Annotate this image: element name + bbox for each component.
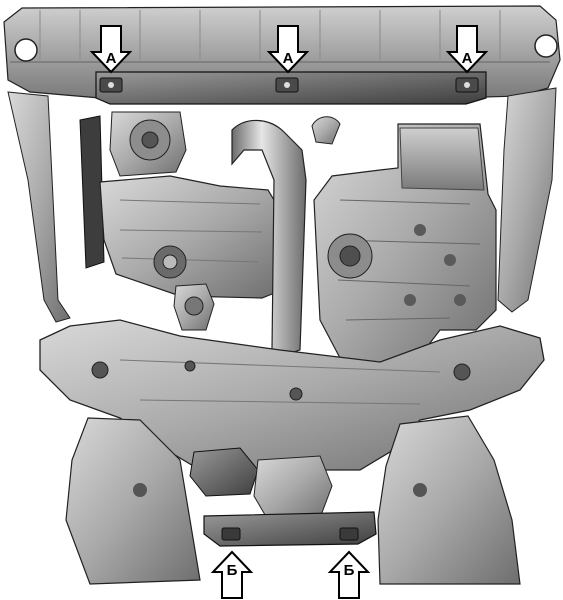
mount-point-left-rear bbox=[221, 527, 241, 541]
marker-label: А bbox=[462, 50, 473, 67]
steering-motor bbox=[189, 447, 333, 521]
marker-label: Б bbox=[227, 562, 238, 579]
alternator bbox=[79, 111, 187, 269]
front-cross-member bbox=[95, 71, 487, 105]
mount-point-right-rear bbox=[339, 527, 359, 541]
arrow-marker-a-center: А bbox=[266, 25, 310, 74]
left-side-rail bbox=[7, 91, 71, 323]
transmission bbox=[313, 123, 497, 367]
marker-label: Б bbox=[344, 562, 355, 579]
left-tow-eye bbox=[14, 38, 38, 62]
intake-pipe bbox=[231, 116, 341, 357]
arrow-marker-a-left: А bbox=[89, 25, 133, 74]
marker-label: А bbox=[106, 50, 117, 67]
right-lower-structure bbox=[377, 415, 521, 585]
marker-label: А bbox=[283, 50, 294, 67]
arrow-marker-b-right: Б bbox=[327, 550, 371, 599]
oil-filter-housing bbox=[173, 283, 215, 331]
left-lower-structure bbox=[65, 417, 201, 585]
right-side-rail bbox=[497, 87, 557, 313]
arrow-marker-b-left: Б bbox=[210, 550, 254, 599]
right-tow-eye bbox=[534, 34, 558, 58]
arrow-marker-a-right: А bbox=[445, 25, 489, 74]
rear-cross-bracket bbox=[203, 511, 377, 547]
engine-block bbox=[99, 175, 283, 299]
